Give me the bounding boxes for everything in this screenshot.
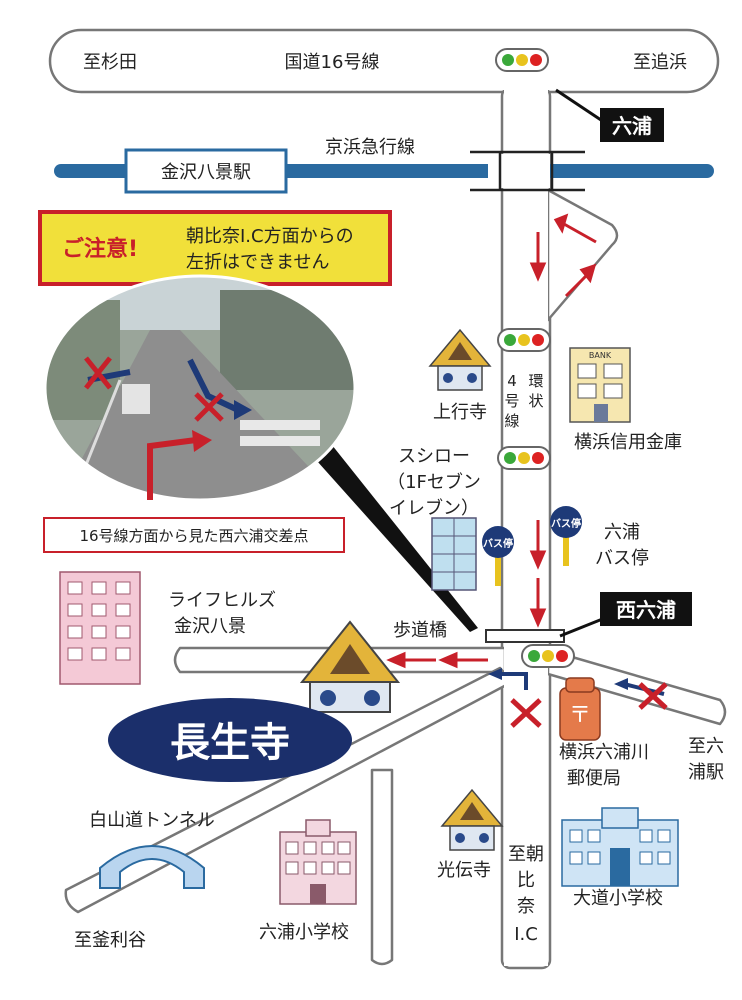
route16-label: 国道16号線 bbox=[285, 52, 380, 73]
route16-fill bbox=[52, 32, 716, 90]
life-hills-building-icon bbox=[59, 571, 141, 685]
to-asahina-ic-label: 至朝 比 奈 I.C bbox=[508, 844, 544, 945]
footbridge-label: 歩道橋 bbox=[393, 620, 447, 641]
hakusan-tunnel-label: 白山道トンネル bbox=[89, 810, 215, 831]
keikyu-label: 京浜急行線 bbox=[325, 137, 415, 158]
route16-junction-fill bbox=[504, 80, 548, 96]
kanazawa-hakkei-station: 金沢八景駅 bbox=[124, 148, 288, 194]
traffic-arrows-top bbox=[529, 213, 597, 298]
post-office-label-2: 郵便局 bbox=[567, 768, 621, 789]
bank-label: 横浜信用金庫 bbox=[574, 432, 682, 453]
traffic-arrows-west bbox=[386, 651, 488, 669]
bus-stop-label-1: 六浦 bbox=[604, 522, 640, 543]
mutsuura-school-label: 六浦小学校 bbox=[259, 922, 349, 943]
bus-stop-label-2: バス停 bbox=[595, 548, 649, 569]
sushiro-label-2: （1Fセブン bbox=[387, 471, 481, 493]
photo-arrows bbox=[84, 356, 252, 500]
svg-text:バス停: バス停 bbox=[551, 517, 581, 530]
daido-school-icon bbox=[561, 807, 679, 887]
no-left-turn-marks bbox=[488, 668, 668, 728]
mutsuura-intersection-callout: 六浦 bbox=[555, 88, 664, 142]
jogyoji-temple-icon bbox=[428, 328, 492, 391]
road-main-fill bbox=[504, 90, 548, 966]
photo-caption: 16号線方面から見た西六浦交差点 bbox=[43, 517, 345, 553]
life-hills-label-2: 金沢八景 bbox=[174, 616, 246, 637]
chosei-ji-badge: 長生寺 bbox=[108, 698, 352, 782]
notice-box: ご注意! 朝比奈I.C方面からの 左折はできません bbox=[38, 210, 392, 286]
to-sugita-label: 至杉田 bbox=[83, 52, 137, 73]
kotenji-label: 光伝寺 bbox=[437, 860, 491, 881]
svg-text:バス停: バス停 bbox=[483, 537, 513, 550]
svg-text:状: 状 bbox=[528, 392, 543, 410]
traffic-light-icon bbox=[497, 328, 551, 352]
chosei-ji-label: 長生寺 bbox=[170, 720, 290, 766]
to-oppama-label: 至追浜 bbox=[633, 52, 687, 73]
chosei-ji-temple-icon bbox=[299, 620, 401, 713]
notice-line2: 左折はできません bbox=[186, 252, 329, 273]
svg-text:〒: 〒 bbox=[569, 703, 591, 728]
jogyoji-label: 上行寺 bbox=[433, 402, 487, 423]
notice-title: ご注意! bbox=[62, 236, 138, 262]
post-office-icon: 〒 bbox=[559, 677, 601, 741]
road-triangle bbox=[546, 188, 619, 322]
svg-text:号: 号 bbox=[504, 392, 519, 410]
svg-text:至六: 至六 bbox=[688, 736, 724, 757]
life-hills-label-1: ライフヒルズ bbox=[168, 590, 276, 611]
svg-text:BANK: BANK bbox=[589, 351, 612, 360]
sushiro-label-1: スシロー bbox=[398, 446, 470, 467]
post-office-label-1: 横浜六浦川 bbox=[559, 742, 649, 763]
svg-text:4: 4 bbox=[507, 372, 517, 390]
tunnel-icon bbox=[99, 845, 205, 889]
mutsuura-school-icon bbox=[279, 819, 357, 905]
bus-stop-sign-icon: バス停 bbox=[550, 506, 582, 566]
traffic-light-icon bbox=[495, 48, 549, 72]
svg-text:I.C: I.C bbox=[514, 924, 538, 945]
to-kamariya-label: 至釜利谷 bbox=[74, 930, 146, 951]
footbridge-icon bbox=[485, 629, 565, 643]
sushiro-label-3: イレブン） bbox=[389, 497, 479, 519]
ring4-label: 4 環 号 状 線 bbox=[504, 372, 543, 430]
nishi-mutsuura-label: 西六浦 bbox=[616, 598, 676, 622]
to-mutsuura-station-label: 至六 浦駅 bbox=[688, 736, 724, 783]
daido-school-label: 大道小学校 bbox=[573, 888, 663, 909]
svg-text:線: 線 bbox=[504, 412, 519, 430]
road-south-minor bbox=[370, 768, 394, 966]
svg-text:環: 環 bbox=[528, 372, 543, 390]
traffic-arrows-main bbox=[529, 520, 547, 628]
mutsuura-sign-label: 六浦 bbox=[612, 114, 652, 138]
sushiro-building-icon bbox=[431, 517, 477, 591]
nishi-mutsuura-callout: 西六浦 bbox=[559, 592, 692, 638]
traffic-light-icon bbox=[521, 644, 575, 668]
kotenji-temple-icon bbox=[440, 788, 504, 851]
svg-text:至朝: 至朝 bbox=[508, 844, 544, 865]
bus-stop-sign-icon: バス停 bbox=[482, 526, 514, 586]
svg-text:奈: 奈 bbox=[517, 896, 535, 917]
svg-text:比: 比 bbox=[517, 870, 535, 891]
kanazawa-hakkei-label: 金沢八景駅 bbox=[161, 162, 251, 183]
bank-building-icon: BANK bbox=[569, 347, 631, 423]
svg-text:浦駅: 浦駅 bbox=[688, 762, 724, 783]
traffic-light-icon bbox=[497, 446, 551, 470]
photo-caption-text: 16号線方面から見た西六浦交差点 bbox=[79, 527, 308, 545]
notice-line1: 朝比奈I.C方面からの bbox=[186, 226, 354, 247]
